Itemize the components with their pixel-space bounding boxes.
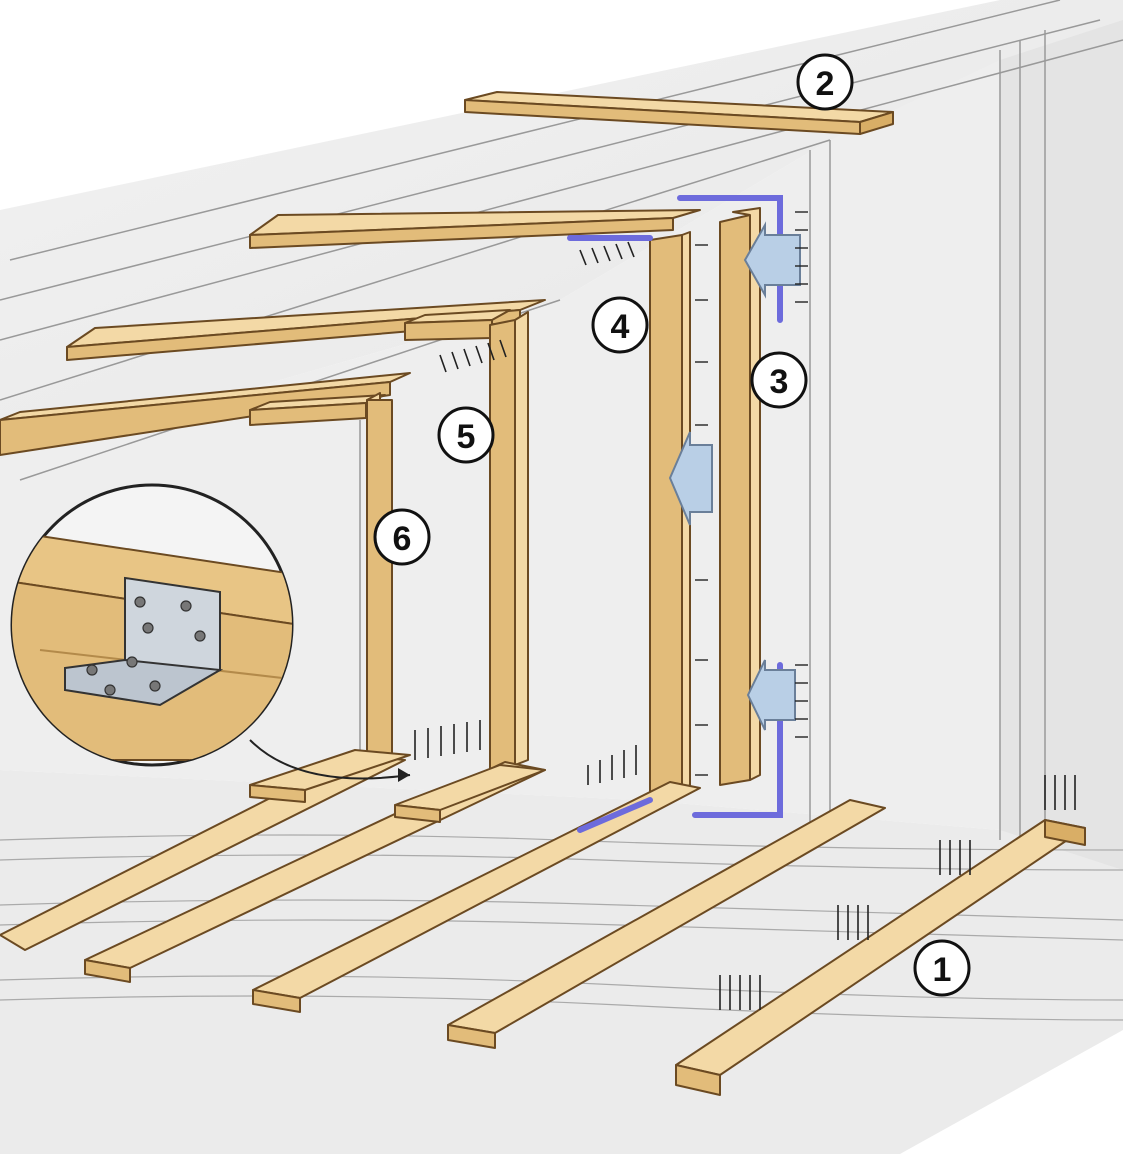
angle-bracket-detail-icon	[10, 483, 411, 782]
callout-label: 2	[816, 65, 835, 103]
floor-joists	[0, 749, 1086, 1096]
nail-icon	[837, 905, 869, 940]
callout-side-stud: 4	[591, 296, 649, 354]
push-arrow-icon	[668, 431, 713, 526]
callout-label: 4	[611, 308, 630, 346]
callout-label: 3	[770, 363, 789, 401]
callout-ceiling-plate: 2	[796, 53, 854, 111]
callout-label: 1	[933, 951, 952, 989]
studs	[366, 207, 761, 796]
callout-front-frame: 6	[373, 508, 431, 566]
nail-icon	[579, 241, 635, 266]
callout-group: 2 4 3 5 6 1	[373, 53, 971, 997]
nail-icon	[414, 720, 481, 760]
callout-side-stud-mounted: 3	[750, 351, 808, 409]
push-arrow-icon	[743, 221, 801, 299]
nail-icon-group	[414, 211, 1076, 1010]
callout-floor-joist: 1	[913, 939, 971, 997]
callout-label: 6	[393, 520, 412, 558]
push-arrow-icon	[746, 659, 796, 731]
callout-middle-frame: 5	[437, 406, 495, 464]
nail-icon	[439, 339, 507, 373]
ceiling-beams	[0, 91, 894, 456]
nail-icon	[1044, 775, 1076, 810]
nail-icon	[719, 975, 761, 1010]
callout-label: 5	[457, 418, 476, 456]
push-arrow-icon-group	[668, 221, 801, 731]
nail-icon	[587, 745, 637, 785]
nail-icon	[695, 211, 808, 776]
nail-icon	[939, 840, 971, 875]
